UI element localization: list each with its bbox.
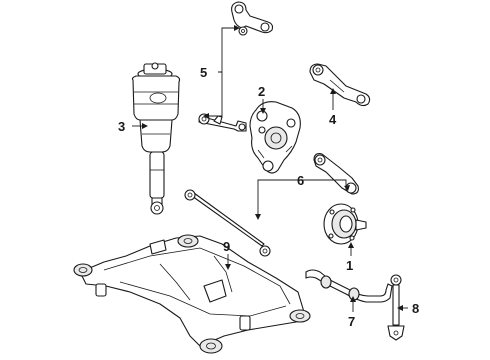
callout-3: 3 xyxy=(118,119,125,134)
stabilizer-bar xyxy=(305,269,393,303)
rear-upper-arm xyxy=(309,63,371,107)
stabilizer-link xyxy=(387,274,405,341)
callout-9: 9 xyxy=(223,239,230,254)
callout-5: 5 xyxy=(200,65,207,80)
callout-4: 4 xyxy=(329,112,337,127)
hub-bearing xyxy=(323,203,367,245)
callout-7: 7 xyxy=(348,314,355,329)
callout-6: 6 xyxy=(297,173,304,188)
upper-control-arm xyxy=(231,1,274,36)
air-strut-shock xyxy=(131,62,181,215)
lower-control-arm xyxy=(313,153,359,195)
toe-link-upper xyxy=(198,113,247,132)
rear-subframe xyxy=(73,234,311,354)
leader-lines xyxy=(132,25,408,312)
callout-1: 1 xyxy=(346,258,353,273)
lateral-rod xyxy=(184,189,271,257)
callout-2: 2 xyxy=(258,84,265,99)
rear-knuckle xyxy=(249,101,301,174)
callout-8: 8 xyxy=(412,301,419,316)
